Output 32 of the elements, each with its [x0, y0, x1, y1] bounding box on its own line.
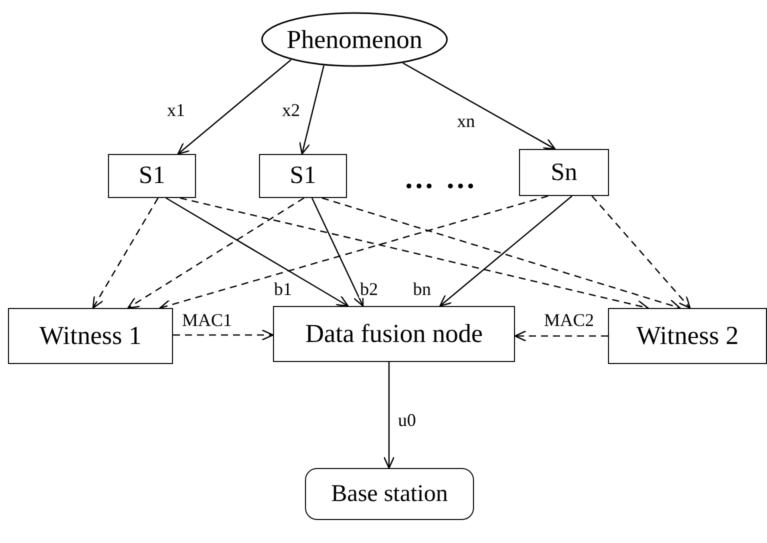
ellipsis-text: … … — [404, 162, 478, 196]
arrow — [402, 62, 556, 150]
witness-box: Witness 2 — [608, 308, 767, 364]
arrow — [177, 59, 292, 155]
dashed-arrow — [173, 329, 274, 341]
edge-label: bn — [412, 280, 432, 298]
arrow — [383, 362, 395, 469]
edge-label: b2 — [359, 280, 379, 298]
arrow — [311, 198, 364, 307]
edge-label: u0 — [397, 411, 417, 429]
sensor-box: S1 — [108, 154, 196, 198]
edge-label: x1 — [166, 101, 186, 119]
dashed-arrow — [322, 197, 681, 310]
dashed-arrow — [127, 197, 304, 309]
edge-label: b1 — [273, 280, 293, 298]
phenomenon-ellipse: Phenomenon — [261, 12, 448, 67]
sensor-box: Sn — [519, 149, 609, 196]
arrow — [439, 196, 572, 307]
edge-label: MAC2 — [543, 311, 596, 329]
base-station-box: Base station — [305, 468, 474, 520]
edge-label: MAC1 — [181, 311, 234, 329]
sensor-box: S1 — [259, 154, 347, 198]
arrow — [166, 197, 349, 307]
edge-label: x2 — [281, 101, 301, 119]
arrow — [299, 65, 324, 155]
dashed-arrow — [514, 330, 608, 342]
dashed-arrow — [592, 196, 691, 309]
witness-box: Witness 1 — [8, 308, 173, 364]
fusion-node-box: Data fusion node — [273, 306, 515, 362]
dashed-arrow — [159, 195, 548, 310]
dashed-arrow — [92, 198, 159, 309]
dashed-arrow — [180, 197, 649, 311]
